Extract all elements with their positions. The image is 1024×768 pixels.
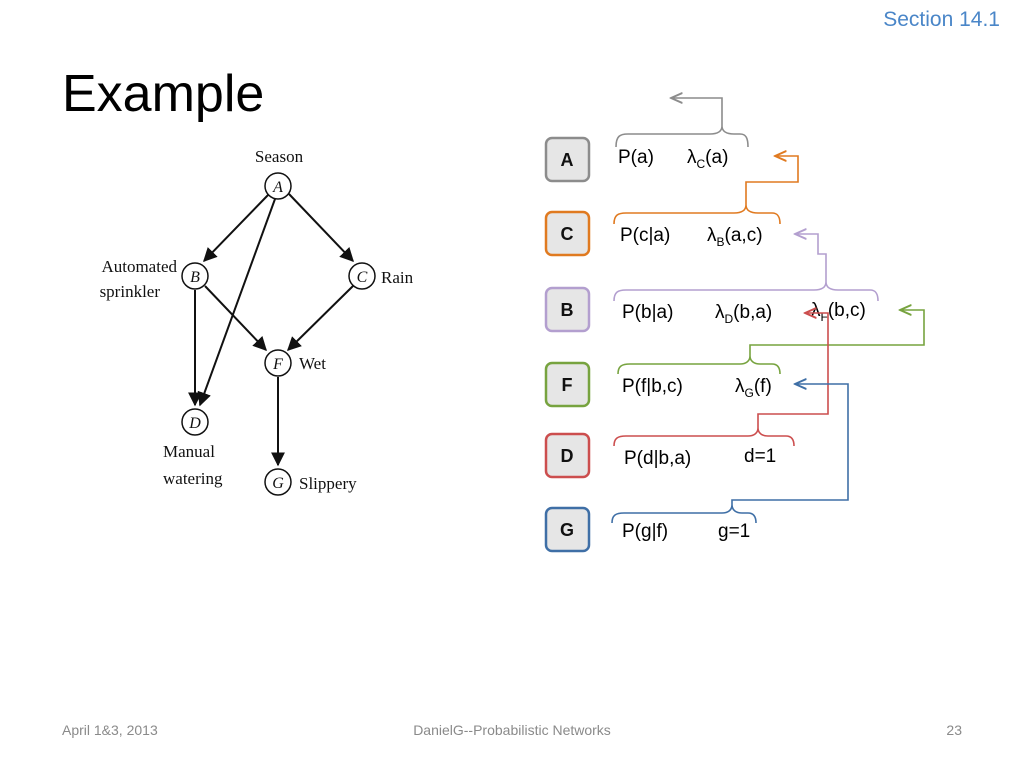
message-arrow-g-to-f [731, 384, 849, 505]
svg-text:G: G [560, 520, 574, 540]
footer-date: April 1&3, 2013 [62, 722, 158, 738]
node-d-label-line1: Manual [163, 442, 215, 461]
edge-c-f [287, 285, 354, 351]
message-lambda-g-f: λG(f) [735, 376, 772, 400]
message-lambda-c-a: λC(a) [687, 147, 728, 171]
svg-text:C: C [561, 224, 574, 244]
message-arrow-b-to-c [795, 234, 827, 282]
factor-p-f-given-bc: P(f|b,c) [622, 376, 683, 397]
message-arrow-c-to-a [745, 156, 799, 205]
message-lambda-b-ac: λB(a,c) [707, 225, 763, 249]
svg-text:D: D [561, 446, 574, 466]
bucket-box-d [544, 432, 591, 479]
svg-text:B: B [190, 269, 200, 286]
factor-p-b-given-a: P(b|a) [622, 302, 673, 323]
node-a: A Season [255, 147, 304, 200]
node-f: F Wet [264, 349, 326, 377]
bucket-box-c [544, 210, 591, 257]
node-g: G Slippery [264, 468, 357, 496]
edge-b-f [204, 285, 267, 352]
bucket-box-f [544, 361, 591, 408]
message-arrow-a-out [671, 98, 723, 126]
svg-text:B: B [561, 300, 574, 320]
bucket-row-g: G P(g|f) g=1 [544, 506, 750, 553]
evidence-d-equals-1: d=1 [744, 446, 776, 467]
slide-title: Example [62, 65, 265, 123]
bayes-network: A Season B Automated sprinkler C Rain F … [100, 147, 414, 496]
bucket-row-d: D P(d|b,a) d=1 [544, 432, 776, 479]
factor-p-a: P(a) [618, 147, 654, 168]
svg-text:A: A [272, 179, 283, 196]
node-c: C Rain [348, 262, 414, 290]
bucket-box-b [544, 286, 591, 333]
node-b: B Automated sprinkler [100, 257, 209, 301]
node-d: D Manual watering [163, 408, 223, 488]
svg-text:G: G [272, 475, 284, 492]
node-g-label: Slippery [299, 474, 357, 493]
edge-a-d [197, 198, 276, 407]
brace-d [613, 427, 795, 447]
brace-c [613, 204, 781, 225]
slide-number: 23 [946, 722, 962, 738]
brace-a [615, 125, 749, 148]
node-f-label: Wet [299, 354, 326, 373]
message-arrow-d-to-b [757, 313, 829, 428]
footer-title: DanielG--Probabilistic Networks [413, 722, 611, 738]
network-edges [188, 193, 354, 467]
svg-text:F: F [562, 375, 573, 395]
brace-b [613, 281, 879, 302]
bucket-box-a [544, 136, 591, 183]
factor-p-d-given-ba: P(d|b,a) [624, 448, 691, 469]
svg-text:C: C [357, 269, 368, 286]
evidence-g-equals-1: g=1 [718, 521, 750, 542]
node-b-label-line1: Automated [101, 257, 177, 276]
section-label: Section 14.1 [883, 8, 1000, 31]
node-a-label: Season [255, 147, 304, 166]
svg-text:F: F [272, 356, 283, 373]
bucket-row-f: F P(f|b,c) λG(f) [544, 361, 772, 408]
bucket-box-g [544, 506, 591, 553]
bucket-row-a: A P(a) λC(a) [544, 136, 728, 183]
brace-f [617, 355, 781, 375]
svg-text:A: A [561, 150, 574, 170]
svg-text:D: D [188, 415, 201, 432]
message-lambda-f-bc: λF(b,c) [811, 300, 866, 324]
node-c-label: Rain [381, 268, 414, 287]
bucket-row-c: C P(c|a) λB(a,c) [544, 210, 763, 257]
factor-p-c-given-a: P(c|a) [620, 225, 670, 246]
edge-a-c [288, 193, 354, 263]
message-lambda-d-ba: λD(b,a) [715, 302, 772, 326]
elimination-buckets: A P(a) λC(a) C P(c|a) λB(a,c) B P(b|a) λ… [544, 98, 925, 553]
message-arrow-f-to-b [749, 310, 925, 356]
factor-p-g-given-f: P(g|f) [622, 521, 668, 542]
node-b-label-line2: sprinkler [100, 282, 161, 301]
bucket-row-b: B P(b|a) λD(b,a) λF(b,c) [544, 286, 866, 333]
edge-a-b [203, 193, 270, 263]
node-d-label-line2: watering [163, 469, 223, 488]
